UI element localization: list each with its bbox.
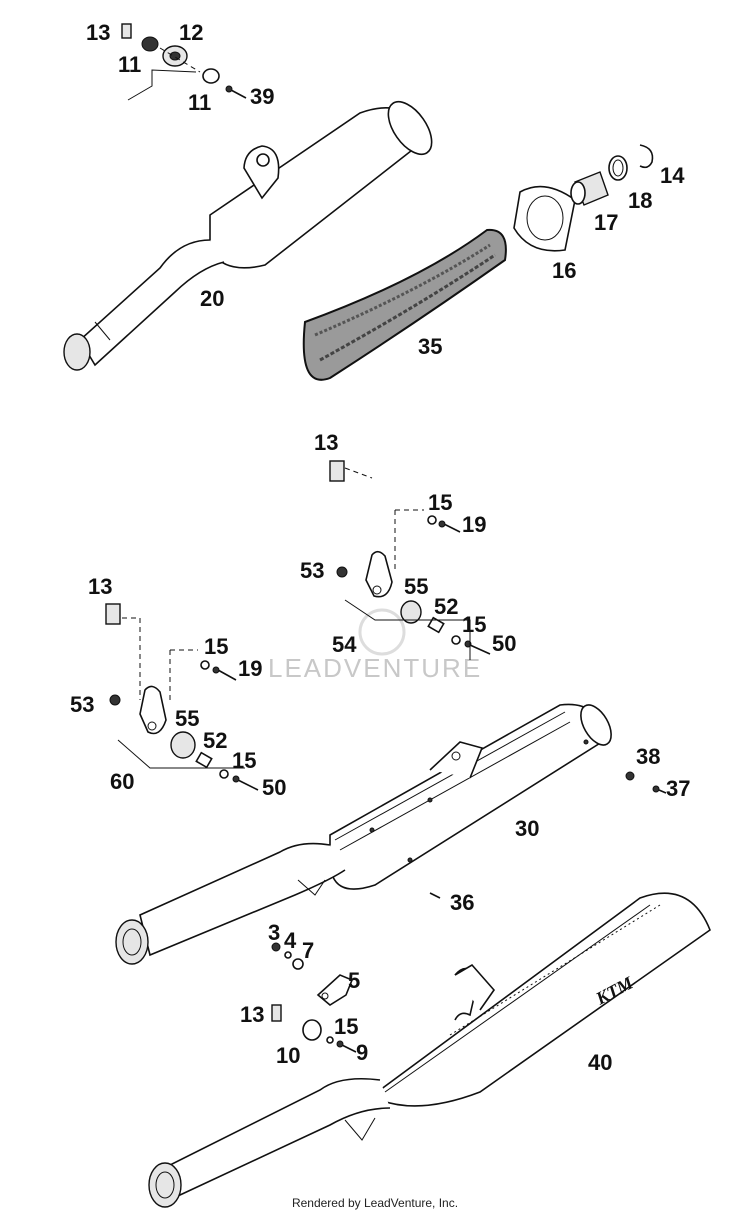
packing-35 [302,228,507,381]
washer-15b-left [219,769,229,779]
callout-50-left: 50 [262,775,286,800]
callout-5: 5 [348,968,360,993]
callout-38: 38 [636,744,660,769]
callout-15-left: 15 [204,634,228,659]
watermark: LEADVENTURE [268,608,482,683]
screw-37 [652,785,660,793]
nut-53-mid [336,566,348,578]
sleeve-52-left [195,751,213,769]
callout-16: 16 [552,258,576,283]
bolt-19-mid [443,523,461,533]
callout-20: 20 [200,286,224,311]
callout-13-top: 13 [86,20,110,45]
callout-18: 18 [628,188,652,213]
bolt-50-mid [469,644,491,655]
bolt-50-left [237,779,259,791]
clip-13-top [121,23,132,39]
washer-15-mid [427,515,437,525]
washer-11-top [141,36,159,52]
washer-4 [284,951,292,959]
callout-30: 30 [515,816,539,841]
nut-3 [271,942,281,952]
muffler-30-pipe [139,842,346,957]
callout-55-left: 55 [175,706,199,731]
nut-53-left [109,694,121,706]
callout-40: 40 [588,1050,612,1075]
bolt-19-left [217,669,237,681]
clip-13-bottom [271,1004,282,1022]
callout-17: 17 [594,210,618,235]
callout-3: 3 [268,920,280,945]
sleeve-52-mid [427,616,445,634]
callout-15-mid: 15 [428,490,452,515]
callout-36: 36 [450,890,474,915]
muffler-40-pipe [169,1077,391,1197]
callout-15b-mid: 15 [462,612,486,637]
washer-15-left [200,660,210,670]
end-cap-group [513,144,654,252]
muffler-40-mount-group [271,942,357,1053]
damper-55-left [170,731,196,759]
bolt-39 [230,89,247,99]
callout-19-mid: 19 [462,512,486,537]
bracket-5 [316,974,354,1006]
callout-15b-left: 15 [232,748,256,773]
callout-50-mid: 50 [492,631,516,656]
callout-60: 60 [110,769,134,794]
callout-52-mid: 52 [434,594,458,619]
callout-7: 7 [302,938,314,963]
washer-7 [292,958,304,970]
end-cap-16 [513,185,576,252]
footer-credit: Rendered by LeadVenture, Inc. [291,1196,459,1210]
mount-group-60 [105,603,259,791]
circlip-14 [639,144,654,169]
callout-15-bottom: 15 [334,1014,358,1039]
callout-9: 9 [356,1040,368,1065]
callout-11-lower: 11 [188,90,211,115]
mount-group-54 [329,460,491,660]
callout-37: 37 [666,776,690,801]
callout-13-left: 13 [88,574,112,599]
muffler-20-bracket [243,145,280,200]
rivet-36 [429,892,441,899]
callout-55-mid: 55 [404,574,428,599]
washer-38 [625,771,635,781]
bolt-9 [341,1044,357,1053]
top-mount-bracket [127,69,197,101]
callout-53-mid: 53 [300,558,324,583]
clip-13-mid [329,460,345,482]
washer-15b-mid [451,635,461,645]
bracket-54 [365,550,393,598]
callout-52-left: 52 [203,728,227,753]
washer-11-bottom [202,68,220,84]
callout-13-bottom: 13 [240,1002,264,1027]
bracket-60 [139,685,167,735]
callout-11-upper: 11 [118,52,141,77]
callout-10: 10 [276,1043,300,1068]
callout-39: 39 [250,84,274,109]
callout-53-left: 53 [70,692,94,717]
clip-13-left [105,603,121,625]
callout-19-left: 19 [238,656,262,681]
callout-13-mid: 13 [314,430,338,455]
callout-12: 12 [179,20,203,45]
callout-14: 14 [660,163,685,188]
callout-35: 35 [418,334,442,359]
washer-15-bottom [326,1036,334,1044]
callout-labels: 13 12 11 11 39 14 18 17 16 20 35 13 15 1… [70,20,690,1075]
muffler-20 [63,100,433,371]
muffler-40: KTM [148,892,711,1208]
rubber-10 [302,1019,322,1041]
ring-18 [608,155,628,181]
callout-54: 54 [332,632,357,657]
callout-4: 4 [284,928,297,953]
watermark-text: LEADVENTURE [268,653,482,683]
damper-55-mid [400,600,422,624]
top-mount-group [121,23,247,101]
muffler-30 [115,703,667,965]
